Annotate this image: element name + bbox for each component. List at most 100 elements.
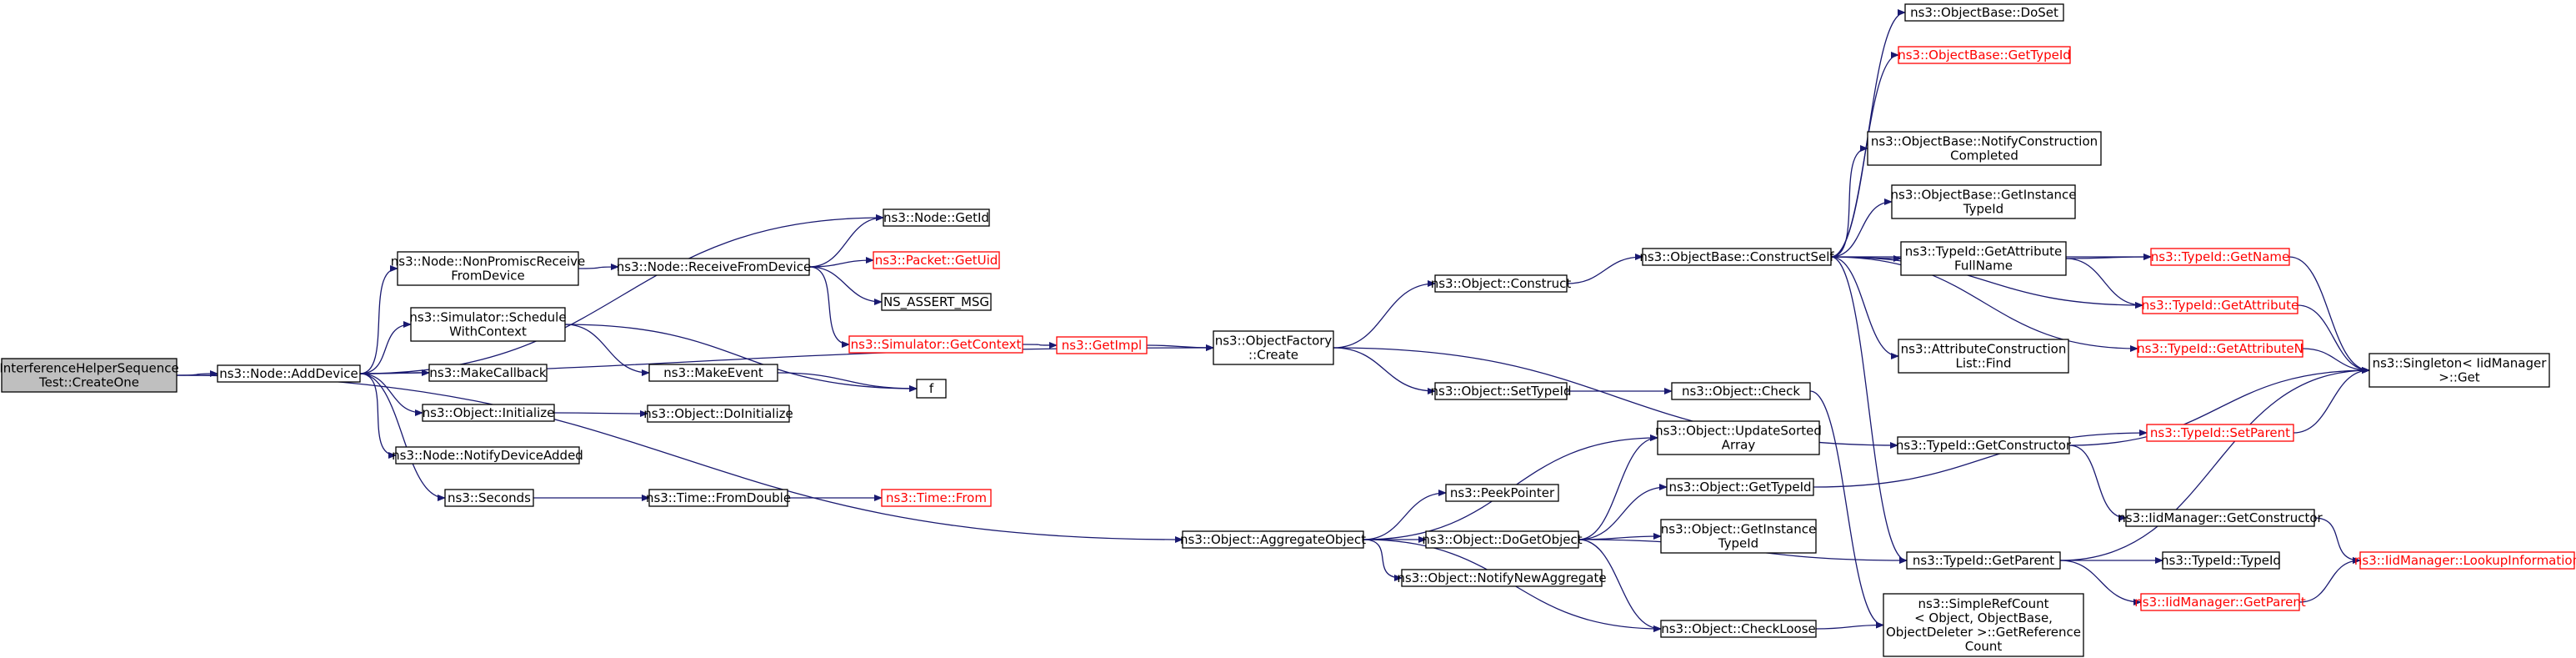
- node-box[interactable]: [2146, 424, 2294, 442]
- node-box[interactable]: [1434, 274, 1568, 293]
- node-objectbase-doset[interactable]: ns3::ObjectBase::DoSet: [1904, 3, 2064, 22]
- node-box[interactable]: [1401, 569, 1603, 587]
- node-object-construct[interactable]: ns3::Object::Construct: [1431, 274, 1572, 293]
- node-aggregate-object[interactable]: ns3::Object::AggregateObject: [1180, 530, 1366, 549]
- node-do-get-object[interactable]: ns3::Object::DoGetObject: [1422, 530, 1583, 549]
- node-objectbase-get-typeid[interactable]: ns3::ObjectBase::GetTypeId: [1898, 46, 2071, 64]
- node-f[interactable]: f: [916, 379, 947, 399]
- node-box[interactable]: [1906, 551, 2061, 570]
- node-box[interactable]: [1660, 519, 1817, 554]
- node-box[interactable]: [881, 489, 992, 507]
- node-box[interactable]: [1666, 478, 1814, 496]
- node-box[interactable]: [1897, 436, 2070, 455]
- node-box[interactable]: [1445, 484, 1559, 502]
- node-node-getid[interactable]: ns3::Node::GetId: [883, 208, 990, 227]
- node-object-factory-create[interactable]: ns3::ObjectFactory::Create: [1213, 330, 1334, 365]
- node-typeid-get-name[interactable]: ns3::TypeId::GetName: [2150, 248, 2290, 266]
- node-box[interactable]: [648, 489, 788, 507]
- node-seconds[interactable]: ns3::Seconds: [444, 489, 534, 507]
- node-box[interactable]: [2150, 248, 2290, 266]
- node-box[interactable]: [647, 404, 790, 423]
- node-box[interactable]: [1883, 593, 2084, 657]
- node-box[interactable]: [422, 404, 555, 422]
- node-box[interactable]: [873, 251, 1000, 269]
- node-ns-assert-msg[interactable]: NS_ASSERT_MSG: [881, 293, 992, 311]
- node-receive-from-device[interactable]: ns3::Node::ReceiveFromDevice: [617, 258, 811, 276]
- node-box[interactable]: [848, 335, 1023, 354]
- node-typeid-get-parent[interactable]: ns3::TypeId::GetParent: [1906, 551, 2061, 570]
- node-box[interactable]: [916, 379, 947, 399]
- node-box[interactable]: [1900, 241, 2067, 276]
- node-get-impl[interactable]: ns3::GetImpl: [1056, 336, 1148, 354]
- node-box[interactable]: [1182, 530, 1364, 549]
- node-box[interactable]: [1434, 382, 1568, 400]
- node-notify-device-added[interactable]: ns3::Node::NotifyDeviceAdded: [392, 446, 583, 465]
- node-box[interactable]: [1660, 620, 1817, 638]
- node-time-from-double[interactable]: ns3::Time::FromDouble: [646, 489, 791, 507]
- node-box[interactable]: [1904, 3, 2064, 22]
- node-make-event[interactable]: ns3::MakeEvent: [648, 364, 778, 382]
- node-box[interactable]: [428, 364, 548, 382]
- node-singleton-get[interactable]: ns3::Singleton< IidManager>::Get: [2368, 353, 2550, 388]
- node-add-device[interactable]: ns3::Node::AddDevice: [217, 364, 361, 383]
- node-box[interactable]: [1867, 131, 2102, 166]
- node-object-get-typeid[interactable]: ns3::Object::GetTypeId: [1666, 478, 1814, 496]
- node-box[interactable]: [2125, 509, 2315, 527]
- node-box[interactable]: [618, 258, 810, 276]
- node-do-initialize[interactable]: ns3::Object::DoInitialize: [643, 404, 793, 423]
- node-object-initialize[interactable]: ns3::Object::Initialize: [422, 404, 555, 422]
- node-box[interactable]: [1642, 248, 1832, 266]
- node-iid-get-parent[interactable]: ns3::IidManager::GetParent: [2134, 593, 2306, 611]
- node-box[interactable]: [2162, 551, 2280, 570]
- node-box[interactable]: [1, 358, 178, 393]
- node-object-set-typeid[interactable]: ns3::Object::SetTypeId: [1431, 382, 1572, 400]
- node-box[interactable]: [397, 251, 579, 286]
- node-box[interactable]: [1898, 46, 2071, 64]
- node-box[interactable]: [881, 293, 992, 311]
- node-box[interactable]: [1425, 530, 1579, 549]
- node-root[interactable]: InterferenceHelperSequenceTest::CreateOn…: [0, 358, 179, 393]
- node-get-context[interactable]: ns3::Simulator::GetContext: [848, 335, 1023, 354]
- node-object-check[interactable]: ns3::Object::Check: [1671, 382, 1811, 400]
- node-box[interactable]: [1056, 336, 1148, 354]
- node-typeid-get-constructor[interactable]: ns3::TypeId::GetConstructor: [1896, 436, 2072, 455]
- node-typeid-set-parent[interactable]: ns3::TypeId::SetParent: [2146, 424, 2294, 442]
- node-box[interactable]: [1213, 330, 1334, 365]
- node-box[interactable]: [410, 307, 566, 342]
- node-peek-pointer[interactable]: ns3::PeekPointer: [1445, 484, 1559, 502]
- node-box[interactable]: [444, 489, 534, 507]
- node-box[interactable]: [2359, 551, 2575, 570]
- node-box[interactable]: [2137, 339, 2303, 358]
- node-lookup-information[interactable]: ns3::IidManager::LookupInformation: [2354, 551, 2576, 570]
- node-box[interactable]: [217, 364, 361, 383]
- node-notify-new-aggregate[interactable]: ns3::Object::NotifyNewAggregate: [1397, 569, 1607, 587]
- node-box[interactable]: [883, 208, 990, 227]
- node-typeid-get-attribute-n[interactable]: ns3::TypeId::GetAttributeN: [2137, 339, 2303, 358]
- node-notify-construction[interactable]: ns3::ObjectBase::NotifyConstructionCompl…: [1867, 131, 2102, 166]
- node-typeid-typeid[interactable]: ns3::TypeId::TypeId: [2161, 551, 2281, 570]
- node-box[interactable]: [1898, 339, 2069, 374]
- node-iid-get-constructor[interactable]: ns3::IidManager::GetConstructor: [2118, 509, 2323, 527]
- node-box[interactable]: [2140, 593, 2300, 611]
- node-box[interactable]: [1891, 184, 2076, 219]
- node-time-from[interactable]: ns3::Time::From: [881, 489, 992, 507]
- node-simple-ref-count[interactable]: ns3::SimpleRefCount< Object, ObjectBase,…: [1883, 593, 2084, 657]
- node-box[interactable]: [648, 364, 778, 382]
- node-construct-self[interactable]: ns3::ObjectBase::ConstructSelf: [1639, 248, 1834, 266]
- node-box[interactable]: [395, 446, 580, 465]
- node-box[interactable]: [2142, 296, 2298, 314]
- node-box[interactable]: [1657, 420, 1820, 455]
- node-check-loose[interactable]: ns3::Object::CheckLoose: [1660, 620, 1817, 638]
- node-box[interactable]: [1671, 382, 1811, 400]
- node-box[interactable]: [2368, 353, 2550, 388]
- node-packet-getuid[interactable]: ns3::Packet::GetUid: [873, 251, 1000, 269]
- node-typeid-get-attribute[interactable]: ns3::TypeId::GetAttribute: [2142, 296, 2298, 314]
- node-make-callback[interactable]: ns3::MakeCallback: [428, 364, 548, 382]
